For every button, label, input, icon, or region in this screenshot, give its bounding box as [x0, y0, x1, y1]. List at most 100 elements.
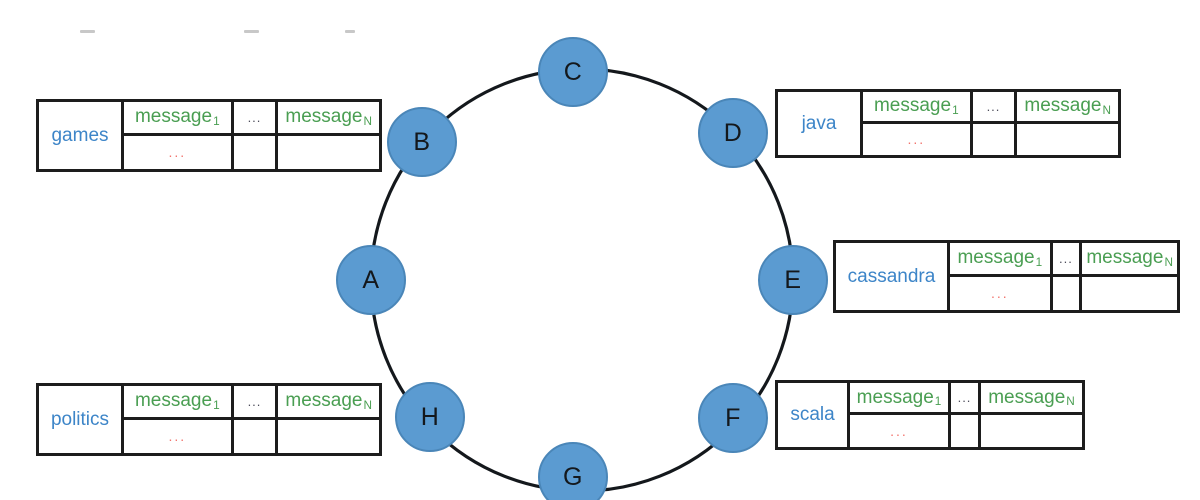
- partition-second-row-cell: [234, 420, 276, 454]
- message-label: message: [134, 390, 213, 412]
- partition-column[interactable]: ...: [951, 383, 981, 447]
- partition-second-row-cell: ...: [168, 428, 187, 445]
- broker-node-label: E: [784, 265, 802, 294]
- broker-node-f[interactable]: F: [698, 383, 768, 453]
- topic-name-label: cassandra: [836, 243, 950, 310]
- message-label: message: [957, 247, 1035, 269]
- message-label: message: [873, 95, 952, 117]
- topic-name-label: scala: [778, 383, 850, 447]
- partition-ellipsis-text: ...: [1059, 250, 1073, 266]
- broker-node-c[interactable]: C: [538, 37, 608, 107]
- partition-second-row-cell: [1053, 277, 1080, 311]
- partition-column[interactable]: ...: [972, 92, 1018, 156]
- message-index-subscript: N: [1164, 255, 1173, 269]
- partition-second-row-cell: [973, 124, 1015, 156]
- partition-ellipsis-text: ...: [986, 98, 1001, 114]
- broker-node-d[interactable]: D: [698, 98, 768, 168]
- broker-node-label: D: [723, 118, 743, 147]
- topic-name-label: games: [39, 102, 124, 169]
- message-index-subscript: N: [363, 114, 373, 128]
- partition-second-row-cell: [234, 136, 276, 170]
- message-label: message: [285, 390, 363, 412]
- partition-second-row-cell: [1017, 124, 1118, 156]
- message-index-subscript: 1: [213, 398, 220, 412]
- partition-ellipsis-text: ...: [247, 393, 262, 409]
- partition-second-row-cell: [1082, 277, 1177, 311]
- topic-name-label: java: [778, 92, 863, 155]
- partition-column[interactable]: ...: [233, 102, 279, 170]
- message-index-subscript: N: [1066, 394, 1075, 408]
- message-label: message: [1024, 95, 1102, 117]
- message-label: message: [856, 386, 934, 408]
- partition-ellipsis-cell: ...: [951, 383, 978, 415]
- partition-second-row-cell: [951, 415, 978, 447]
- partition-ellipsis-cell: ...: [233, 386, 276, 420]
- broker-node-a[interactable]: A: [336, 245, 406, 315]
- message-index-subscript: N: [363, 398, 373, 412]
- partition-ellipsis-text: ...: [957, 390, 972, 405]
- broker-node-h[interactable]: H: [395, 382, 465, 452]
- broker-node-label: A: [362, 265, 380, 294]
- partition-second-row-cell: ...: [890, 423, 908, 439]
- message-index-subscript: 1: [952, 103, 959, 117]
- broker-node-label: C: [563, 57, 583, 86]
- broker-node-e[interactable]: E: [758, 245, 828, 315]
- partition-ellipsis-text: ...: [247, 109, 262, 125]
- broker-node-g[interactable]: G: [538, 442, 608, 500]
- partition-second-row-cell: [278, 420, 379, 454]
- cropped-text-artifact: [345, 30, 355, 33]
- message-index-subscript: 1: [213, 114, 220, 128]
- broker-node-label: B: [413, 127, 431, 156]
- broker-node-b[interactable]: B: [387, 107, 457, 177]
- cropped-text-artifact: [80, 30, 95, 33]
- partition-ellipsis-cell: ...: [233, 102, 276, 136]
- partition-ellipsis-cell: ...: [972, 92, 1015, 124]
- partition-ellipsis-cell: ...: [1052, 243, 1080, 277]
- partition-second-row-cell: ...: [907, 131, 926, 148]
- message-index-subscript: N: [1102, 103, 1112, 117]
- partition-second-row-cell: [278, 136, 379, 170]
- message-label: message: [134, 106, 213, 128]
- message-label: message: [988, 386, 1066, 408]
- message-index-subscript: 1: [934, 394, 942, 408]
- message-label: message: [285, 106, 363, 128]
- partition-column[interactable]: ...: [233, 386, 279, 454]
- partition-second-row-cell: ...: [990, 285, 1009, 302]
- broker-node-label: H: [420, 402, 440, 431]
- partition-column[interactable]: ...: [1052, 243, 1083, 311]
- message-index-subscript: 1: [1035, 255, 1043, 269]
- partition-second-row-cell: ...: [168, 144, 187, 161]
- message-label: message: [1086, 247, 1164, 269]
